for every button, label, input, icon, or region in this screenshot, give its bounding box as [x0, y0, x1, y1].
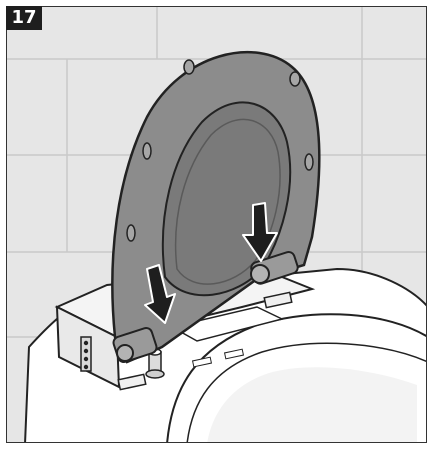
- down-arrow-icon-right: [242, 202, 278, 262]
- down-arrow-icon-left: [144, 264, 176, 324]
- toilet-seat-installation-illustration: [7, 7, 426, 442]
- illustration-frame: [6, 6, 427, 443]
- step-number-badge: 17: [6, 6, 42, 30]
